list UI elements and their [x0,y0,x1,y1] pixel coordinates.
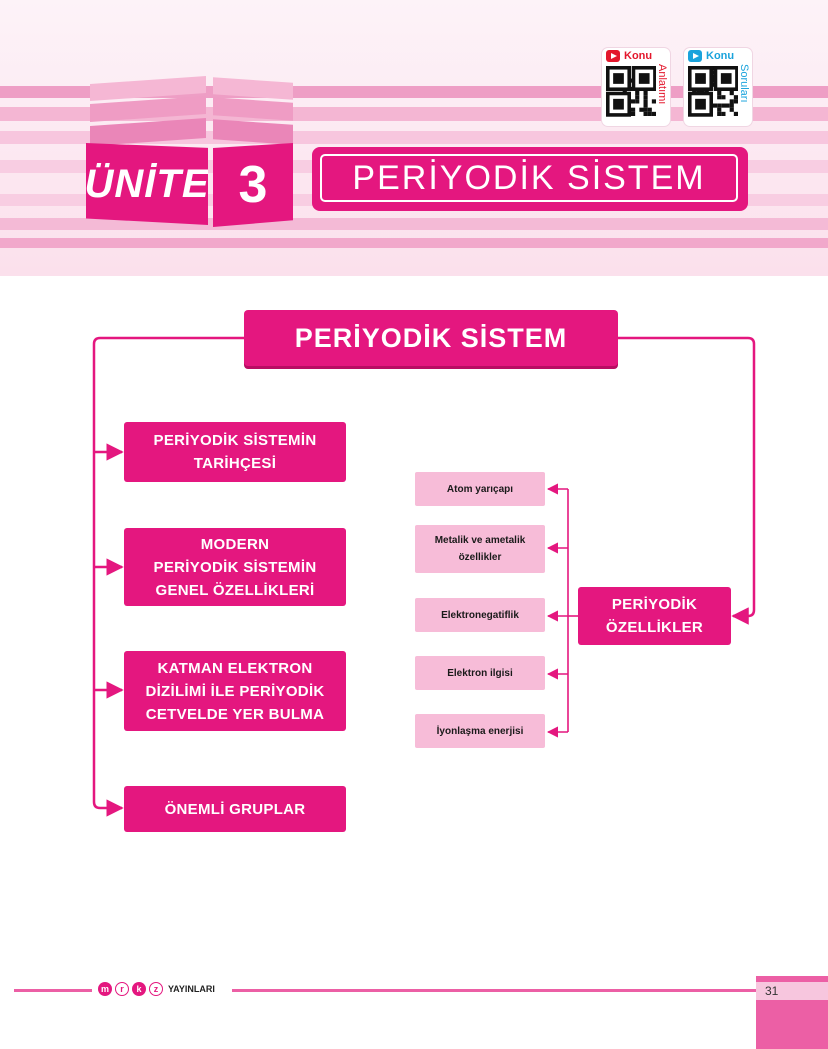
topic-line: PERİYODİK SİSTEMİN [153,432,317,449]
topic-line: ÖNEMLİ GRUPLAR [164,800,306,818]
unit-number-box: 3 [213,143,293,227]
property-line: özellikler [458,552,502,563]
topic-box: KATMAN ELEKTRON DİZİLİMİ İLE PERİYODİK C… [124,651,346,731]
concept-map-title: PERİYODİK SİSTEM [294,322,568,353]
header-stripe [0,238,828,248]
qr-code-icon [688,66,738,117]
qr-code-card-lecture[interactable]: Konu Anlatımı [602,48,670,126]
property-line: Elektronegatiflik [441,609,519,621]
header-stripe [0,131,828,144]
property-box: İyonlaşma enerjisi [415,714,545,748]
property-box: Elektronegatiflik [415,598,545,632]
topic-line: KATMAN ELEKTRON [157,659,313,677]
topic-line: TARİHÇESİ [193,455,277,472]
topic-box: MODERN PERİYODİK SİSTEMİN GENEL ÖZELLİKL… [124,528,346,606]
topic-line: ÖZELLİKLER [605,619,704,636]
topic-box: PERİYODİK SİSTEMİN TARİHÇESİ [124,422,346,482]
property-line: Atom yarıçapı [446,483,514,495]
topic-line: PERİYODİK [611,596,698,613]
qr-label: Konu [624,50,653,62]
topic-line: PERİYODİK SİSTEMİN [153,558,317,576]
unit-label-box: ÜNİTE [86,143,208,225]
footer-line [14,989,92,992]
concept-map-title-box: PERİYODİK SİSTEM [244,310,618,366]
qr-side-label: Soruları [738,64,750,103]
qr-code-icon [606,66,656,117]
property-line: Metalik ve ametalik [434,535,526,546]
unit-label: ÜNİTE [84,161,210,206]
publisher-name: YAYINLARI [168,984,215,994]
topic-line: CETVELDE YER BULMA [145,705,325,723]
unit-title-frame: PERİYODİK SİSTEM [320,154,738,202]
topic-line: MODERN [200,535,270,553]
property-box: Elektron ilgisi [415,656,545,690]
logo-letter: z [149,982,163,996]
qr-code-card-questions[interactable]: Konu Soruları [684,48,752,126]
unit-number: 3 [238,156,268,214]
play-icon [606,50,620,62]
qr-label: Konu [706,50,735,62]
periodic-properties-box: PERİYODİK ÖZELLİKLER [578,587,731,645]
publisher-logo: m r k z YAYINLARI [98,982,215,996]
unit-title: PERİYODİK SİSTEM [352,158,706,197]
property-line: İyonlaşma enerjisi [436,725,524,737]
property-line: Elektron ilgisi [447,667,513,679]
topic-line: DİZİLİMİ İLE PERİYODİK [145,682,325,700]
play-icon [688,50,702,62]
topic-line: GENEL ÖZELLİKLERİ [155,581,315,599]
property-box: Metalik ve ametalik özellikler [415,525,545,573]
page-number: 31 [765,984,779,998]
page-number-band [756,982,828,1000]
logo-letter: k [132,982,146,996]
logo-letter: r [115,982,129,996]
qr-side-label: Anlatımı [656,64,668,105]
property-box: Atom yarıçapı [415,472,545,506]
footer-line [232,989,756,992]
logo-letter: m [98,982,112,996]
topic-box: ÖNEMLİ GRUPLAR [124,786,346,832]
